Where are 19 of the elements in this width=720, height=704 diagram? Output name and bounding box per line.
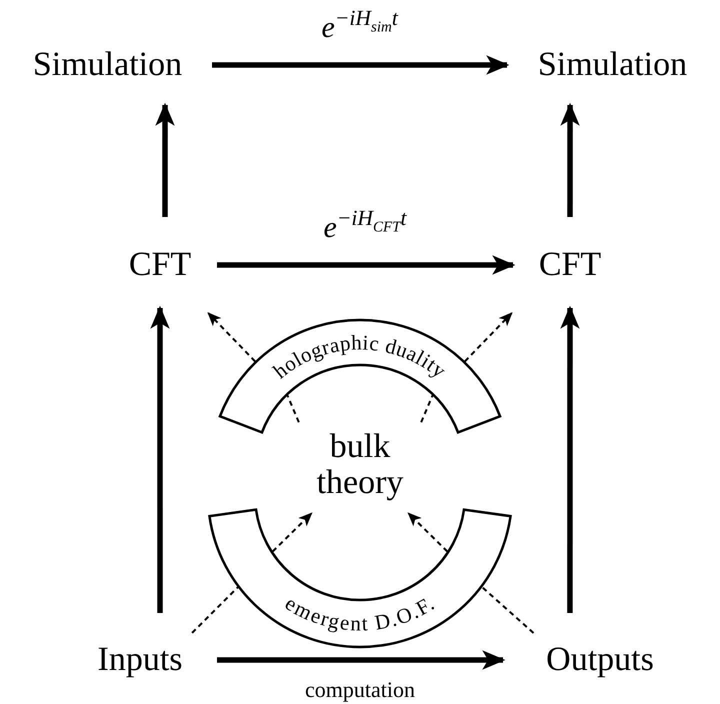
arrow (560, 102, 580, 217)
arrow (212, 55, 510, 75)
node-label: bulk theory (316, 429, 404, 501)
dashed-arrow (207, 312, 256, 362)
node-label: Simulation (32, 47, 182, 83)
arrow (217, 650, 506, 670)
node-label: CFT (538, 247, 602, 283)
dashed-arrow (272, 512, 312, 552)
dashed-arrow (408, 512, 448, 552)
arrow (155, 102, 175, 217)
arrow (217, 255, 516, 275)
arrow (150, 306, 170, 613)
node-label: CFT (128, 247, 192, 283)
dashed-arrow (464, 312, 513, 362)
node-label: Inputs (98, 642, 182, 678)
node-label: Simulation (538, 47, 688, 83)
band-label: emergent D.O.F. (281, 590, 440, 636)
arrow (560, 306, 580, 613)
node-label: Outputs (546, 642, 654, 678)
